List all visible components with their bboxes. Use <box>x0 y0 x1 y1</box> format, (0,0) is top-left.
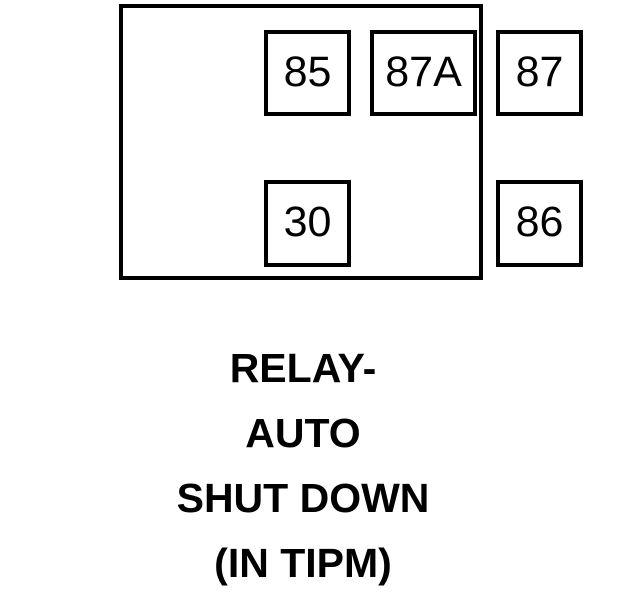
terminal-label-30: 30 <box>283 198 332 246</box>
terminal-label-87: 87 <box>515 47 564 96</box>
terminal-pad-87[interactable]: 87 <box>496 30 583 116</box>
terminal-pad-86[interactable]: 86 <box>496 180 583 267</box>
caption-line-3: SHUT DOWN <box>176 475 430 521</box>
terminal-label-86: 86 <box>515 198 564 246</box>
caption-line-2: AUTO <box>245 410 361 456</box>
relay-body-outline: 85 87A 87 30 86 <box>119 4 583 280</box>
terminal-pad-85[interactable]: 85 <box>264 30 351 116</box>
terminal-pad-87a[interactable]: 87A <box>370 30 477 116</box>
caption-line-4: (IN TIPM) <box>214 540 392 586</box>
caption-line-1: RELAY- <box>229 345 377 391</box>
terminal-label-85: 85 <box>283 47 332 96</box>
terminal-pad-30[interactable]: 30 <box>264 180 351 267</box>
terminal-label-87a: 87A <box>385 47 462 96</box>
relay-caption: RELAY- AUTO SHUT DOWN (IN TIPM) <box>0 336 606 596</box>
